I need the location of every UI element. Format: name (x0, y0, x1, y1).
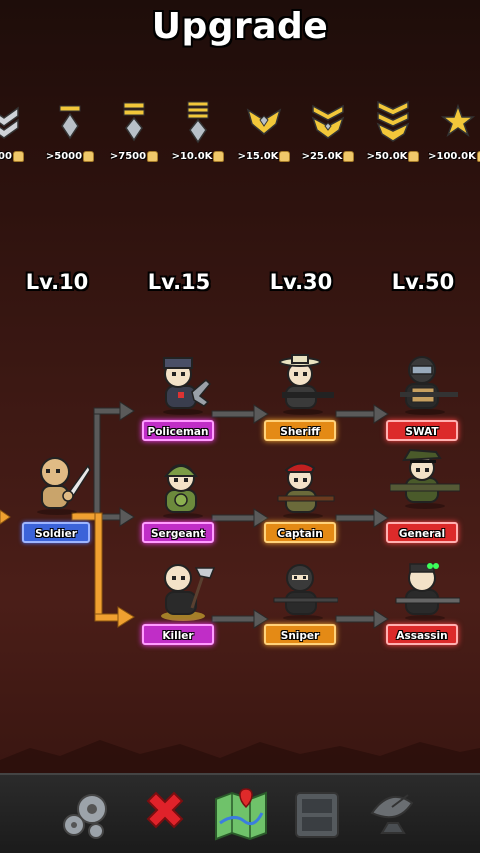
close-icon[interactable] (134, 783, 196, 845)
general-avatar[interactable] (390, 446, 460, 510)
map-icon[interactable] (210, 783, 272, 845)
unit-label-soldier[interactable]: Soldier (22, 522, 90, 543)
policeman-avatar[interactable] (148, 352, 218, 416)
killer-avatar[interactable] (148, 558, 218, 622)
unit-label-swat[interactable]: SWAT (386, 420, 458, 441)
sniper-avatar[interactable] (268, 558, 338, 622)
bottom-toolbar (0, 773, 480, 853)
mountain-silhouette (0, 740, 480, 780)
swat-avatar[interactable] (390, 352, 460, 416)
rank-4[interactable]: >15.0K (232, 100, 296, 163)
unit-label-captain[interactable]: Captain (264, 522, 336, 543)
rank-diamond-2-icon (123, 102, 145, 142)
level-header-50: Lv.50 (391, 270, 455, 294)
rank-3[interactable]: >10.0K (166, 100, 230, 163)
rank-gold-wing-3-icon (376, 100, 410, 142)
unit-label-sniper[interactable]: Sniper (264, 624, 336, 645)
assassin-avatar[interactable] (390, 558, 460, 622)
rank-0[interactable]: 0000 (0, 100, 36, 163)
rank-gold-star-icon (440, 103, 476, 137)
level-header-15: Lv.15 (147, 270, 211, 294)
unit-label-assassin[interactable]: Assassin (386, 624, 458, 645)
level-header-10: Lv.10 (25, 270, 89, 294)
rank-gold-wing-icon (246, 108, 282, 135)
chevron-silver-icon (0, 106, 19, 139)
soldier-avatar[interactable] (22, 452, 92, 516)
level-header-30: Lv.30 (269, 270, 333, 294)
sheriff-avatar[interactable] (268, 352, 338, 416)
rank-gold-wing-2-icon (311, 104, 345, 139)
radar-dish-icon[interactable] (362, 783, 424, 845)
unit-label-sergeant[interactable]: Sergeant (142, 522, 214, 543)
rank-7[interactable]: >100.0K (426, 100, 480, 163)
rank-2[interactable]: >7500 (102, 100, 166, 163)
rank-1[interactable]: >5000 (38, 100, 102, 163)
gears-icon[interactable] (56, 783, 118, 845)
unit-label-policeman[interactable]: Policeman (142, 420, 214, 441)
unit-label-killer[interactable]: Killer (142, 624, 214, 645)
page-title: Upgrade (151, 6, 329, 47)
captain-avatar[interactable] (268, 456, 338, 520)
rank-6[interactable]: >50.0K (361, 100, 425, 163)
unit-label-general[interactable]: General (386, 522, 458, 543)
rank-5[interactable]: >25.0K (296, 100, 360, 163)
locker-icon[interactable] (286, 783, 348, 845)
rank-diamond-3-icon (187, 101, 209, 144)
unit-label-sheriff[interactable]: Sheriff (264, 420, 336, 441)
sergeant-avatar[interactable] (148, 456, 218, 520)
rank-diamond-1-icon (59, 105, 81, 140)
